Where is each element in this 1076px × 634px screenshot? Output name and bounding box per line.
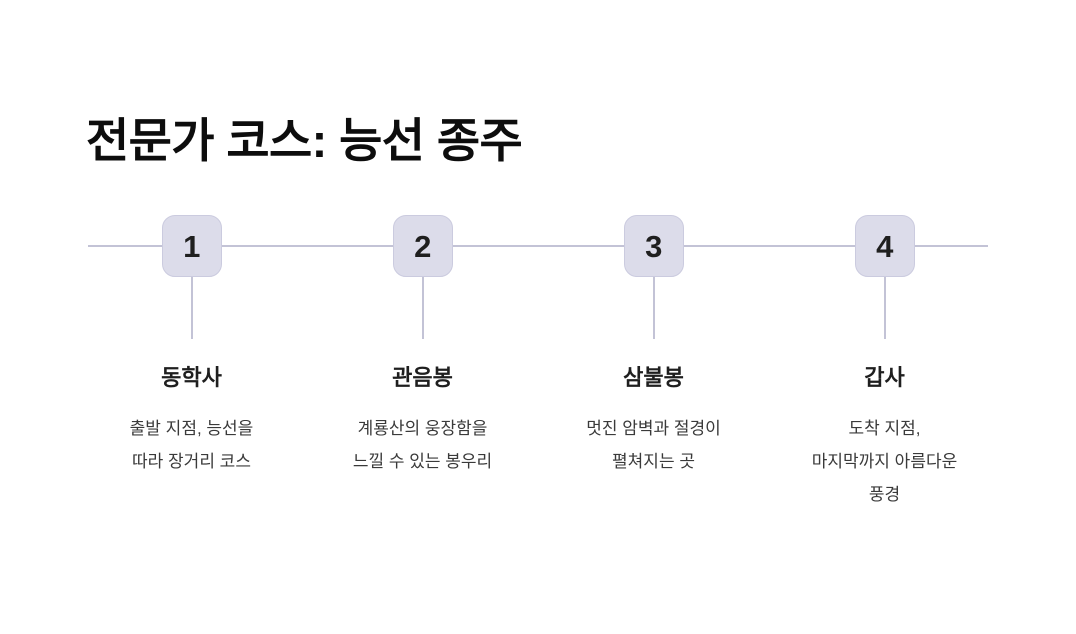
- step-description: 도착 지점, 마지막까지 아름다운 풍경: [811, 418, 958, 504]
- step-number: 3: [645, 228, 662, 264]
- step-marker-3[interactable]: 3: [623, 215, 684, 277]
- step-number: 1: [183, 228, 200, 264]
- step-connector-stem: [190, 277, 193, 339]
- step-name: 동학사: [161, 365, 222, 390]
- timeline-step[interactable]: 4 갑사 도착 지점, 마지막까지 아름다운 풍경: [769, 190, 1000, 511]
- step-connector-stem: [883, 277, 886, 339]
- timeline: 1 동학사 출발 지점, 능선을 따라 장거리 코스 2 관음봉 계룡산의 웅장…: [0, 190, 1076, 590]
- step-number: 2: [414, 228, 431, 264]
- page-title: 전문가 코스: 능선 종주: [86, 114, 523, 168]
- step-marker-4[interactable]: 4: [854, 215, 915, 277]
- step-connector-stem: [421, 277, 424, 339]
- step-connector-stem: [652, 277, 655, 339]
- step-description: 계룡산의 웅장함을 느낄 수 있는 봉우리: [352, 418, 493, 471]
- step-marker-2[interactable]: 2: [392, 215, 453, 277]
- timeline-step[interactable]: 1 동학사 출발 지점, 능선을 따라 장거리 코스: [76, 190, 307, 478]
- step-marker-1[interactable]: 1: [161, 215, 222, 277]
- step-name: 갑사: [864, 365, 905, 390]
- timeline-step[interactable]: 3 삼불봉 멋진 암벽과 절경이 펼쳐지는 곳: [538, 190, 769, 478]
- step-description: 출발 지점, 능선을 따라 장거리 코스: [129, 418, 254, 471]
- step-name: 삼불봉: [623, 365, 684, 390]
- timeline-steps: 1 동학사 출발 지점, 능선을 따라 장거리 코스 2 관음봉 계룡산의 웅장…: [76, 190, 1000, 590]
- timeline-axis-line: [88, 245, 988, 247]
- step-description: 멋진 암벽과 절경이 펼쳐지는 곳: [586, 418, 721, 471]
- timeline-step[interactable]: 2 관음봉 계룡산의 웅장함을 느낄 수 있는 봉우리: [307, 190, 538, 478]
- step-number: 4: [876, 228, 893, 264]
- step-name: 관음봉: [392, 365, 453, 390]
